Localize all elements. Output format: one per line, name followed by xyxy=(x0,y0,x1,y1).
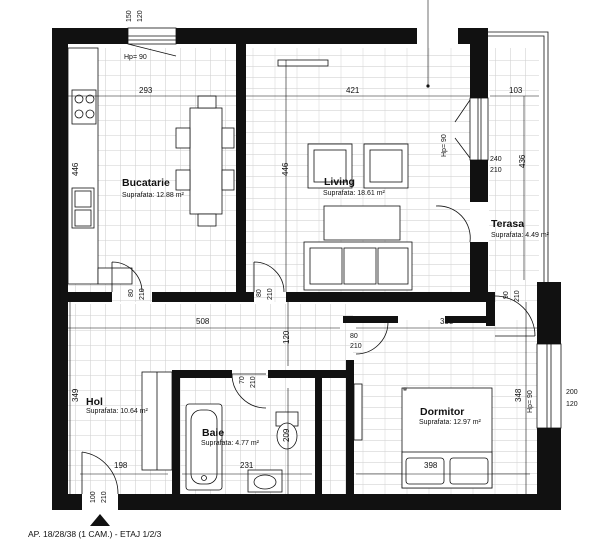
kitchen-window xyxy=(127,27,177,57)
ceiling-point-icon xyxy=(426,84,430,88)
dim-kitchen-height: 446 xyxy=(71,162,80,176)
dim-living-height: 446 xyxy=(281,162,290,176)
bedroom-bed xyxy=(401,387,493,489)
dim-hall-length: 508 xyxy=(196,317,210,326)
living-door-width: 80 xyxy=(256,289,263,297)
dim-bath-width: 231 xyxy=(240,461,254,470)
bath-door-height: 210 xyxy=(250,376,257,388)
terrace-floor xyxy=(489,48,539,302)
room-name-bath: Baie xyxy=(202,427,225,439)
bedroom-window xyxy=(536,343,562,429)
dim-terrace-width: 103 xyxy=(509,86,523,95)
bedroom-window-width: 200 xyxy=(566,389,578,396)
dim-bath-height: 209 xyxy=(282,428,291,442)
kitchen-window-height: 120 xyxy=(137,10,144,22)
dim-kitchen-width: 293 xyxy=(139,86,153,95)
living-furniture xyxy=(277,59,413,291)
kitchen-door-height: 210 xyxy=(139,288,146,300)
living-window-hp: Hp= 90 xyxy=(441,134,448,157)
kitchen-door-width: 80 xyxy=(128,289,135,297)
kitchen-window-width: 150 xyxy=(126,10,133,22)
dining-table xyxy=(175,95,235,227)
hall-storage xyxy=(141,371,173,471)
kitchen-counter xyxy=(67,47,133,285)
bedroom-window-height: 120 xyxy=(566,401,578,408)
plan-caption: AP. 18/28/38 (1 CAM.) - ETAJ 1/2/3 xyxy=(28,529,162,539)
bedroom-door-height: 210 xyxy=(350,343,362,350)
bathroom-fixtures xyxy=(185,403,299,493)
living-door-height: 210 xyxy=(267,288,274,300)
entrance-door-height: 210 xyxy=(101,491,108,503)
dim-hall-bottom-width: 198 xyxy=(114,461,128,470)
room-area-living: Suprafata: 18.61 m² xyxy=(323,190,385,197)
room-area-kitchen: Suprafata: 12.88 m² xyxy=(122,192,184,199)
room-area-bath: Suprafata: 4.77 m² xyxy=(201,440,259,447)
bath-door-width: 70 xyxy=(239,376,246,384)
kitchen-window-hp: Hp= 90 xyxy=(124,54,147,61)
entrance-arrow-icon xyxy=(90,514,110,526)
entrance-door-width: 100 xyxy=(90,491,97,503)
bedroom-wardrobe xyxy=(353,383,363,441)
dim-corridor-gap: 120 xyxy=(282,330,291,344)
room-name-hall: Hol xyxy=(86,396,103,408)
living-window xyxy=(454,97,489,161)
dim-bedroom-height: 348 xyxy=(514,388,523,402)
terrace-door-height: 210 xyxy=(490,167,502,174)
dimension-lines xyxy=(59,0,539,494)
dim-bedroom-width: 338 xyxy=(440,317,454,326)
dim-living-width: 421 xyxy=(346,86,360,95)
room-name-kitchen: Bucatarie xyxy=(122,177,170,189)
bedroom-door-width: 80 xyxy=(350,333,358,340)
room-name-living: Living xyxy=(324,176,355,188)
room-area-hall: Suprafata: 10.64 m² xyxy=(86,408,148,415)
door-swings xyxy=(81,205,536,495)
terrace-side-door-width: 90 xyxy=(503,291,510,299)
dim-bedroom-bottom-width: 398 xyxy=(424,461,438,470)
room-area-terrace: Suprafata: 4.49 m² xyxy=(491,232,549,239)
room-area-bedroom: Suprafata: 12.97 m² xyxy=(419,419,481,426)
terrace-railing xyxy=(488,31,549,282)
terrace-door-width: 240 xyxy=(490,156,502,163)
dim-hall-depth: 349 xyxy=(71,388,80,402)
room-name-terrace: Terasa xyxy=(491,218,525,230)
room-name-bedroom: Dormitor xyxy=(420,406,465,418)
terrace-side-door-height: 210 xyxy=(514,290,521,302)
dim-terrace-height: 436 xyxy=(518,154,527,168)
bedroom-window-hp: Hp= 90 xyxy=(527,390,534,413)
